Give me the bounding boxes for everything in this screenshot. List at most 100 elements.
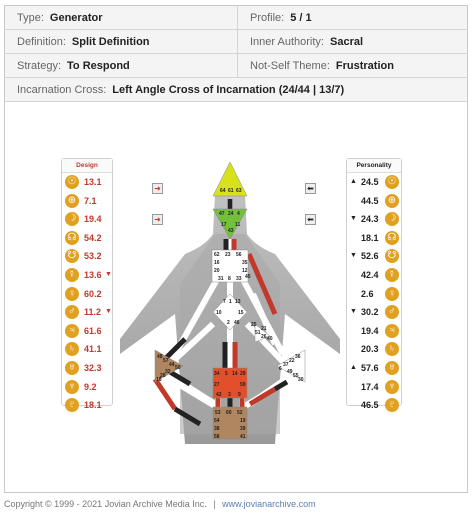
gate-20: 20 <box>214 268 220 274</box>
jovian-archive-link[interactable]: www.jovianarchive.com <box>222 499 316 509</box>
gate-47: 47 <box>219 211 225 217</box>
throat-center <box>211 249 249 283</box>
gate-11: 11 <box>235 222 241 228</box>
gate-23: 23 <box>225 252 231 258</box>
personality-fixing-mark: ▲ <box>350 178 357 185</box>
design-gate-value: 53.2 <box>84 251 102 262</box>
personality-arrow-button-bottom[interactable]: ⬅ <box>305 214 316 225</box>
gate-12: 12 <box>242 268 248 274</box>
design-row: ♀ 60.2 <box>62 285 112 304</box>
design-row: ☋53.2 <box>62 247 112 266</box>
personality-row: 19.4 ♃ <box>347 322 401 341</box>
design-rows: ☉13.1⊕7.1☽19.4☊54.2☋53.2☿13.6▼♀60.2♂11.2… <box>62 173 112 415</box>
design-gate-value: 54.2 <box>84 232 102 243</box>
divider <box>237 54 238 78</box>
gate-53: 53 <box>215 410 221 416</box>
personality-row: 17.4♆ <box>347 378 401 397</box>
venus-icon: ♀ <box>65 286 79 301</box>
gate-40: 40 <box>267 336 273 342</box>
design-arrow-button-top[interactable]: ➜ <box>152 183 163 194</box>
personality-gate-value: 20.3 <box>361 344 379 355</box>
earth-icon: ⊕ <box>65 193 79 208</box>
gate-31: 31 <box>218 276 224 282</box>
personality-gate-value: 24.5 <box>361 177 379 187</box>
personality-row: ▼52.6☋ <box>347 247 401 266</box>
authority-cell: Inner Authority:Sacral <box>238 30 467 53</box>
design-gate-value: 13.6 <box>84 269 102 280</box>
personality-row: 20.3 ♄ <box>347 340 401 359</box>
sun-icon: ☉ <box>385 175 399 189</box>
pluto-icon: ♇ <box>385 398 399 413</box>
personality-gate-value: 44.5 <box>361 195 379 206</box>
personality-row: 2.6♀ <box>347 285 401 304</box>
moon-icon: ☽ <box>385 212 399 227</box>
authority-label: Inner Authority: <box>250 36 324 48</box>
gate-61: 61 <box>228 188 234 194</box>
gate-41: 41 <box>240 434 246 440</box>
gate-56: 56 <box>236 252 242 258</box>
ajna-center <box>212 208 248 240</box>
gate-37: 37 <box>283 362 289 368</box>
gate-43: 43 <box>228 228 234 234</box>
gate-19: 19 <box>240 418 246 424</box>
gate-16: 16 <box>214 260 220 266</box>
gate-48: 48 <box>157 354 163 360</box>
design-gate-value: 32.3 <box>84 362 102 373</box>
gate-22: 22 <box>289 358 295 364</box>
divider <box>237 6 238 30</box>
mercury-icon: ☿ <box>65 267 79 282</box>
gate-labels: 64 61 63 47 24 4 17 43 11 62 23 56 16 20… <box>156 188 304 440</box>
design-row: ♆9.2 <box>62 378 112 397</box>
cross-value: Left Angle Cross of Incarnation (24/44 |… <box>112 84 345 96</box>
personality-arrow-button-top[interactable]: ⬅ <box>305 183 316 194</box>
gate-6: 6 <box>279 366 282 372</box>
design-gate-value: 11.2 <box>84 307 102 318</box>
design-panel: Design ☉13.1⊕7.1☽19.4☊54.2☋53.2☿13.6▼♀60… <box>61 158 113 413</box>
head-center <box>212 161 248 197</box>
gate-7: 7 <box>223 299 226 305</box>
gate-39: 39 <box>240 426 246 432</box>
gate-34: 34 <box>214 371 220 377</box>
saturn-icon: ♄ <box>385 342 399 357</box>
copyright-text: Copyright © 1999 - 2021 Jovian Archive M… <box>4 499 207 509</box>
gate-46: 46 <box>234 320 240 326</box>
design-gate-value: 13.1 <box>84 177 102 187</box>
design-row: ⊕ 7.1 <box>62 192 112 211</box>
gate-5: 5 <box>225 371 228 377</box>
personality-fixing-mark: ▼ <box>350 252 357 260</box>
personality-fixing-mark: ▲ <box>350 363 357 371</box>
gate-18: 18 <box>156 377 162 383</box>
info-row-3: Strategy:To Respond Not-Self Theme:Frust… <box>5 54 467 78</box>
design-gate-value: 7.1 <box>84 195 97 206</box>
strategy-cell: Strategy:To Respond <box>5 54 237 77</box>
personality-gate-value: 19.4 <box>361 325 379 336</box>
earth-icon: ⊕ <box>385 193 399 208</box>
sun-icon: ☉ <box>65 175 79 189</box>
south-node-icon: ☋ <box>385 249 399 264</box>
personality-gate-value: 42.4 <box>361 269 379 280</box>
personality-title: Personality <box>347 159 401 173</box>
venus-icon: ♀ <box>385 286 399 301</box>
personality-gate-value: 18.1 <box>361 232 379 243</box>
root-center <box>212 406 248 440</box>
personality-row: ▼24.3☽ <box>347 210 401 229</box>
mercury-icon: ☿ <box>385 267 399 282</box>
personality-rows: ▲24.5☉44.5⊕▼24.3☽18.1☊▼52.6☋42.4☿2.6♀▼30… <box>347 173 401 415</box>
personality-gate-value: 46.5 <box>361 400 379 411</box>
design-gate-value: 60.2 <box>84 288 102 299</box>
gate-15: 15 <box>238 310 244 316</box>
jupiter-icon: ♃ <box>385 323 399 338</box>
design-title: Design <box>62 159 112 173</box>
gate-8: 8 <box>228 276 231 282</box>
design-gate-value: 61.6 <box>84 325 102 336</box>
north-node-icon: ☊ <box>385 230 399 245</box>
mars-icon: ♂ <box>65 305 79 320</box>
definition-label: Definition: <box>17 36 66 48</box>
cross-label: Incarnation Cross: <box>17 84 107 96</box>
info-row-2: Definition:Split Definition Inner Author… <box>5 30 467 54</box>
design-gate-value: 18.1 <box>84 400 102 411</box>
design-arrow-button-bottom[interactable]: ➜ <box>152 214 163 225</box>
design-fixing-mark: ▼ <box>105 270 112 278</box>
g-center <box>212 293 248 331</box>
personality-row: ▲57.6♅ <box>347 359 401 378</box>
